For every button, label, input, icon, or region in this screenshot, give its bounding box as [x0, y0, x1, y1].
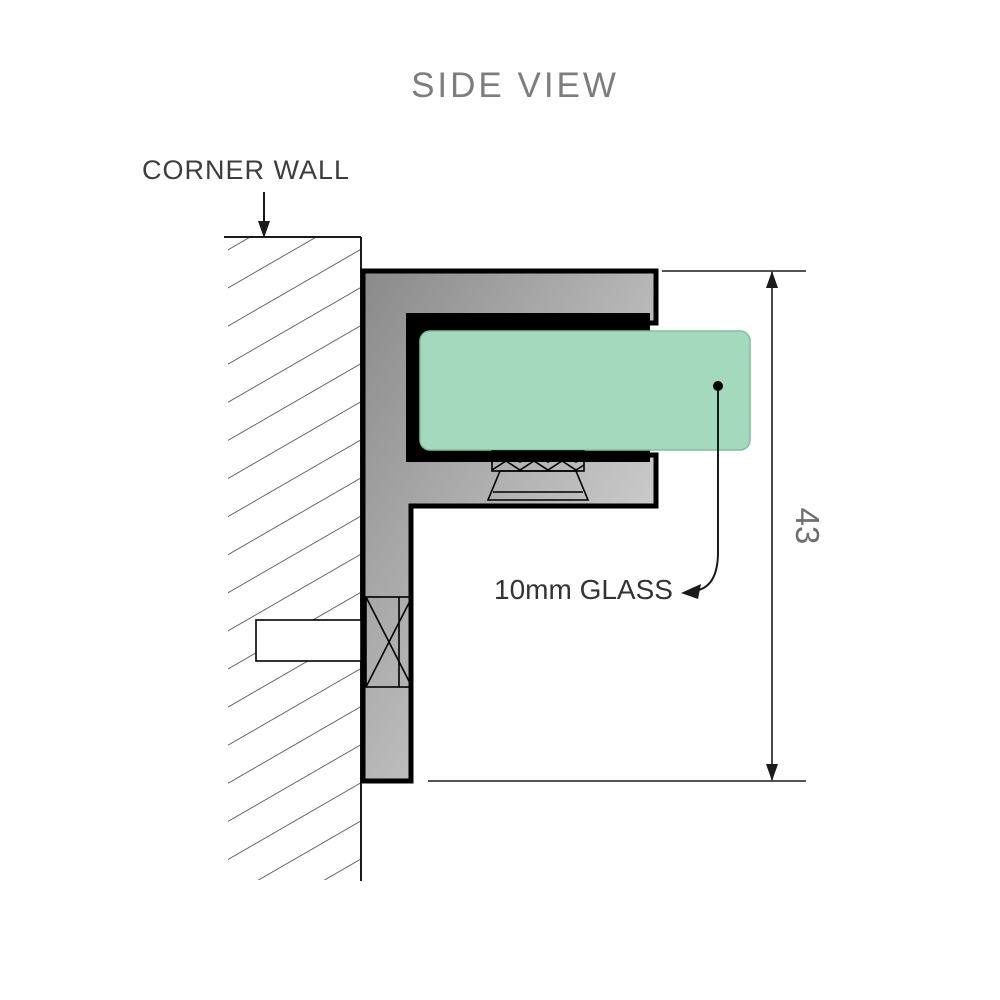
dimension-43: 43 [428, 270, 826, 782]
corner-wall-label: CORNER WALL [142, 155, 350, 185]
glass-callout: 10mm GLASS [494, 381, 723, 605]
dimension-label: 43 [789, 508, 826, 545]
corner-wall-arrow [258, 192, 270, 238]
glass-label: 10mm GLASS [494, 574, 673, 605]
page-title: SIDE VIEW [411, 66, 619, 105]
dim-arrow-bottom [766, 764, 778, 781]
glass-panel [419, 330, 751, 451]
glass-leader-dot [713, 381, 723, 391]
gasket [486, 450, 590, 501]
screw-thread [255, 619, 362, 662]
dim-arrow-top [766, 271, 778, 288]
screw-head [365, 596, 413, 688]
glass-leader-arrow [681, 584, 701, 599]
wall-hatching [228, 238, 361, 880]
